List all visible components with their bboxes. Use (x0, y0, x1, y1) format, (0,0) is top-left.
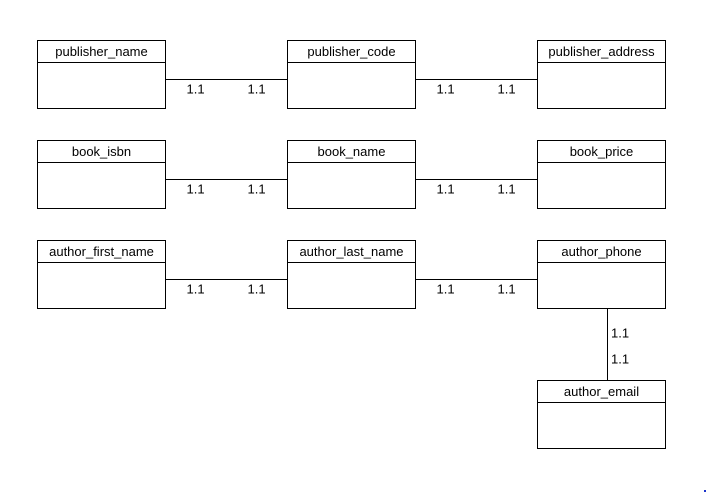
entity-label: author_email (564, 384, 639, 399)
cardinality-to: 1.1 (498, 182, 516, 197)
cardinality-to: 1.1 (248, 82, 266, 97)
entity-book-name[interactable]: book_name (287, 140, 416, 209)
cardinality-to: 1.1 (498, 282, 516, 297)
cardinality-from: 1.1 (187, 282, 205, 297)
cardinality-from: 1.1 (187, 182, 205, 197)
entity-label: author_last_name (299, 244, 403, 259)
entity-label: publisher_name (55, 44, 148, 59)
cardinality-from: 1.1 (437, 282, 455, 297)
entity-box (287, 240, 416, 309)
cardinality-from: 1.1 (611, 326, 629, 341)
entity-label: publisher_address (548, 44, 655, 59)
entity-book-isbn[interactable]: book_isbn (37, 140, 166, 209)
entity-publisher-name[interactable]: publisher_name (37, 40, 166, 109)
cardinality-from: 1.1 (437, 182, 455, 197)
cardinality-from: 1.1 (437, 82, 455, 97)
entity-box (537, 40, 666, 109)
cardinality-to: 1.1 (248, 282, 266, 297)
entity-box (537, 140, 666, 209)
entity-author-phone[interactable]: author_phone (537, 240, 666, 309)
entity-book-price[interactable]: book_price (537, 140, 666, 209)
cardinality-labels: 1.1 1.1 1.1 1.1 1.1 1.1 1.1 1.1 1.1 1.1 1.1 1.1 1.1 1… (187, 82, 630, 367)
cardinality-to: 1.1 (611, 352, 629, 367)
entity-author-first-name[interactable]: author_first_name (37, 240, 166, 309)
entity-label: book_price (570, 144, 634, 159)
entity-box (537, 380, 666, 449)
entity-box (37, 240, 166, 309)
cardinality-from: 1.1 (187, 82, 205, 97)
entity-label: book_isbn (72, 144, 131, 159)
entity-label: author_phone (561, 244, 641, 259)
entity-publisher-code[interactable]: publisher_code (287, 40, 416, 109)
entities: publisher_name publisher_code publisher_ad… (37, 40, 666, 449)
relationship-lines (165, 79, 608, 381)
entity-box (537, 240, 666, 309)
entity-box (37, 40, 166, 109)
entity-publisher-address[interactable]: publisher_address (537, 40, 666, 109)
entity-author-last-name[interactable]: author_last_name (287, 240, 416, 309)
entity-box (287, 40, 416, 109)
corner-marker (704, 490, 706, 492)
entity-label: publisher_code (307, 44, 395, 59)
entity-label: book_name (318, 144, 386, 159)
entity-author-email[interactable]: author_email (537, 380, 666, 449)
entity-box (287, 140, 416, 209)
cardinality-to: 1.1 (498, 82, 516, 97)
entity-label: author_first_name (49, 244, 154, 259)
entity-box (37, 140, 166, 209)
cardinality-to: 1.1 (248, 182, 266, 197)
